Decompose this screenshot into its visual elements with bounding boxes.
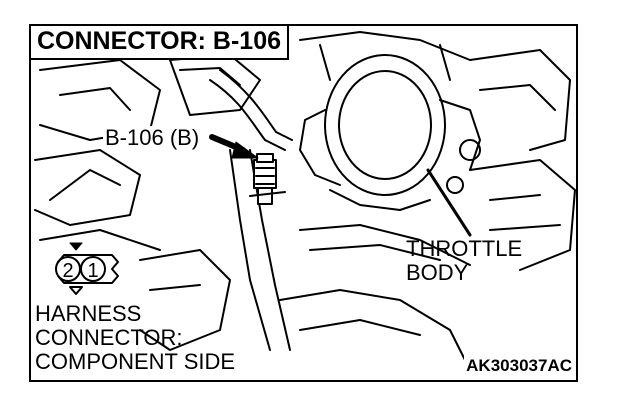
throttle-body-drawing (299, 54, 481, 211)
connector-callout-label: B-106 (B) (103, 125, 202, 150)
figure-title: CONNECTOR: B-106 (31, 26, 290, 60)
pin-number-2: 2 (62, 260, 73, 282)
throttle-leader-line (426, 168, 472, 237)
hose (209, 79, 286, 151)
harness-label-line1: HARNESS (35, 301, 142, 326)
reference-code: AK303037AC (464, 356, 574, 376)
figure-frame (29, 24, 578, 382)
harness-label-line2: CONNECTOR: (35, 325, 183, 350)
harness-connector-symbol (55, 242, 119, 295)
throttle-label-line1: THROTTLE (406, 236, 523, 261)
harness-label-line3: COMPONENT SIDE (35, 349, 236, 374)
callout-arrow-head (231, 141, 259, 159)
pin-number-1: 1 (87, 260, 98, 282)
throttle-label-line2: BODY (406, 260, 469, 285)
